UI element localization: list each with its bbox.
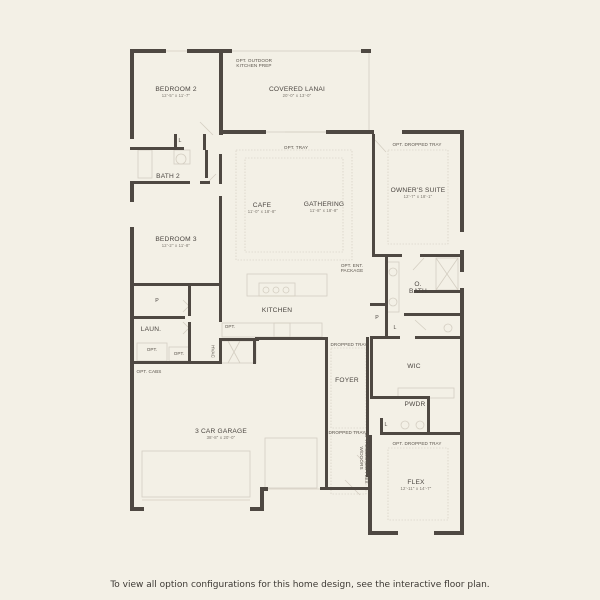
- room-gathering: GATHERING 11'-8" x 18'-8": [304, 201, 345, 214]
- note-dropped-tray-foyer-top: DROPPED TRAY: [330, 342, 368, 347]
- room-powder: PWDR: [404, 401, 426, 408]
- room-name: O.: [414, 281, 422, 288]
- room-bedroom-3: BEDROOM 3 12'-2" x 11'-8": [155, 236, 196, 249]
- linen-closet-obath: L: [393, 325, 397, 331]
- room-dimensions: 12'-2" x 11'-8": [161, 243, 191, 249]
- room-covered-lanai: COVERED LANAI 20'-0" x 13'-0": [269, 86, 325, 99]
- room-3-car-garage: 3 CAR GARAGE 38'-8" x 20'-0": [195, 428, 247, 441]
- room-bath-2: BATH 2: [156, 173, 180, 180]
- walls: [130, 49, 464, 535]
- room-name: 3 CAR GARAGE: [195, 428, 247, 435]
- interactive-floor-plan-caption: To view all option configurations for th…: [110, 580, 490, 590]
- room-laundry: LAUN.: [140, 326, 162, 333]
- note-owners-dropped-tray: OPT. DROPPED TRAY: [392, 142, 442, 147]
- room-pantry: P: [155, 298, 159, 304]
- room-name: COVERED LANAI: [268, 86, 326, 93]
- note-text: OPT. OUTDOOR: [235, 58, 273, 63]
- room-name: GATHERING: [303, 201, 345, 208]
- room-foyer: FOYER: [335, 377, 359, 384]
- room-kitchen: KITCHEN: [261, 307, 293, 314]
- note-enclosed-flex-doors: OPT. ENCLOSED FLEX W/DOORS: [359, 432, 370, 484]
- room-cafe: CAFE 11'-0" x 18'-8": [248, 202, 276, 215]
- note-opt-laundry-1: OPT.: [146, 347, 158, 352]
- note-hvac: HVAC: [210, 345, 216, 358]
- linen-closet-bath2: L: [178, 138, 182, 144]
- note-text: KITCHEN PREP: [236, 63, 272, 69]
- note-text: PACKAGE: [340, 268, 364, 274]
- note-flex-dropped-tray: OPT. DROPPED TRAY: [392, 441, 442, 446]
- room-name: FLEX: [407, 479, 425, 486]
- room-dimensions: 12'-11" x 14'-7": [400, 486, 432, 492]
- room-name: BEDROOM 3: [155, 236, 197, 243]
- room-owners-suite: OWNER'S SUITE 12'-7" x 18'-1": [391, 187, 446, 200]
- room-name: OWNER'S SUITE: [390, 187, 446, 194]
- room-dimensions: 12'-7" x 18'-1": [403, 194, 433, 200]
- note-opt-cabs: OPT. CABS: [136, 369, 162, 374]
- room-name: BATH: [409, 288, 427, 296]
- pantry-owner: P: [375, 315, 379, 321]
- room-dimensions: 12'-5" x 11'-7": [161, 93, 191, 99]
- room-dimensions: 38'-8" x 20'-0": [206, 435, 236, 441]
- room-wic: WIC: [407, 363, 421, 370]
- room-dimensions: 11'-0" x 18'-8": [247, 209, 277, 215]
- room-name: BEDROOM 2: [155, 86, 197, 93]
- linen-closet-pwdr: L: [384, 422, 388, 428]
- note-dropped-tray-foyer-bottom: DROPPED TRAY: [328, 430, 366, 435]
- note-opt-kitchen: OPT.: [224, 324, 236, 329]
- note-ent-package: OPT. ENT. PACKAGE: [341, 263, 364, 273]
- room-dimensions: 20'-0" x 13'-0": [282, 93, 312, 99]
- note-opt-laundry-2: OPT.: [173, 351, 185, 356]
- note-outdoor-kitchen: OPT. OUTDOOR KITCHEN PREP: [236, 58, 272, 68]
- room-bedroom-2: BEDROOM 2 12'-5" x 11'-7": [155, 86, 196, 99]
- note-opt-tray: OPT. TRAY: [283, 145, 309, 150]
- room-owners-bath: O. BATH: [409, 281, 427, 296]
- room-flex: FLEX 12'-11" x 14'-7": [401, 479, 432, 492]
- room-dimensions: 11'-8" x 18'-8": [309, 208, 339, 214]
- note-text: OPT. ENT.: [340, 263, 364, 268]
- room-name: CAFE: [252, 202, 272, 209]
